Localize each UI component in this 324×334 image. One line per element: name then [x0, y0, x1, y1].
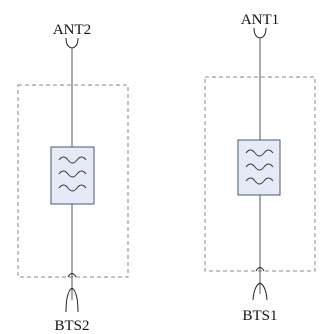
antenna-connector-icon [253, 27, 267, 39]
bts-connector-icon [252, 282, 268, 301]
bts-connector-icon [65, 287, 79, 313]
antenna-label-ant1: ANT1 [241, 12, 279, 28]
bts-entry-arc [67, 273, 77, 278]
antenna-label-ant2: ANT2 [53, 22, 91, 38]
bts-label-bts2: BTS2 [54, 318, 89, 334]
antenna-connector-icon [65, 37, 79, 49]
chain-ant2-bts2: ANT2 BTS2 [17, 22, 129, 334]
equipment-enclosure [17, 84, 129, 278]
bandpass-filter-icon [50, 146, 95, 205]
bts-entry-arc [255, 267, 265, 272]
chain-ant1-bts1: ANT1 BTS1 [204, 12, 316, 324]
bts-label-bts1: BTS1 [242, 308, 277, 324]
bandpass-filter-icon [237, 139, 281, 196]
